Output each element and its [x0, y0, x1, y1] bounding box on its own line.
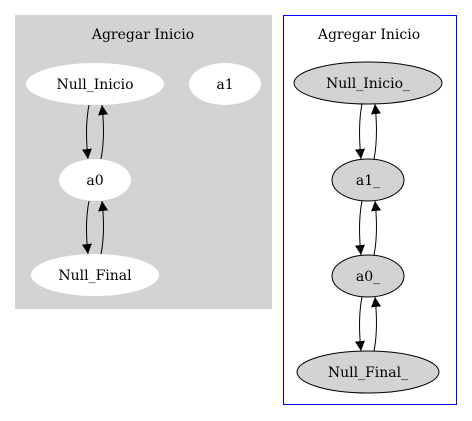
- svg-text:a0: a0: [86, 173, 103, 189]
- svg-text:Null_Final: Null_Final: [58, 268, 132, 284]
- right-node-a1[interactable]: a1_: [331, 158, 405, 202]
- left-edge-null-final-to-a0: [98, 200, 109, 255]
- right-edge-a0-to-a1: [371, 200, 382, 256]
- left-edge-a0-to-null-final: [81, 200, 92, 255]
- svg-text:a1_: a1_: [356, 173, 380, 189]
- svg-text:a0_: a0_: [356, 269, 380, 285]
- right-edge-a0-to-null-final: [354, 296, 365, 352]
- right-edge-null-inicio-to-a1: [355, 103, 365, 160]
- left-edge-null-inicio-to-a0: [81, 104, 92, 160]
- right-edge-a1-to-null-inicio: [371, 103, 381, 160]
- left-node-a1[interactable]: a1: [189, 63, 261, 105]
- left-node-null-inicio[interactable]: Null_Inicio: [26, 63, 164, 105]
- right-cluster: Agregar Inicio Null_Inicio_ a1_ a0_ Null…: [283, 15, 457, 405]
- right-node-null-final[interactable]: Null_Final_: [296, 350, 440, 394]
- left-node-a0[interactable]: a0: [59, 159, 131, 201]
- svg-text:Null_Inicio: Null_Inicio: [57, 77, 134, 93]
- right-edge-a1-to-a0: [354, 200, 365, 256]
- svg-text:Null_Inicio_: Null_Inicio_: [326, 76, 410, 92]
- left-cluster: Agregar Inicio Null_Inicio a1 a0 Null_Fi…: [15, 15, 272, 309]
- right-cluster-border: [283, 15, 457, 405]
- left-edge-a0-to-null-inicio: [98, 104, 109, 160]
- right-node-a0[interactable]: a0_: [331, 254, 405, 298]
- right-node-null-inicio[interactable]: Null_Inicio_: [293, 61, 443, 105]
- svg-text:a1: a1: [216, 77, 233, 93]
- left-cluster-title: Agregar Inicio: [91, 27, 194, 43]
- right-cluster-title: Agregar Inicio: [317, 27, 420, 43]
- svg-text:Null_Final_: Null_Final_: [328, 365, 408, 381]
- left-node-null-final[interactable]: Null_Final: [31, 254, 159, 296]
- right-edge-null-final-to-a0: [371, 296, 382, 352]
